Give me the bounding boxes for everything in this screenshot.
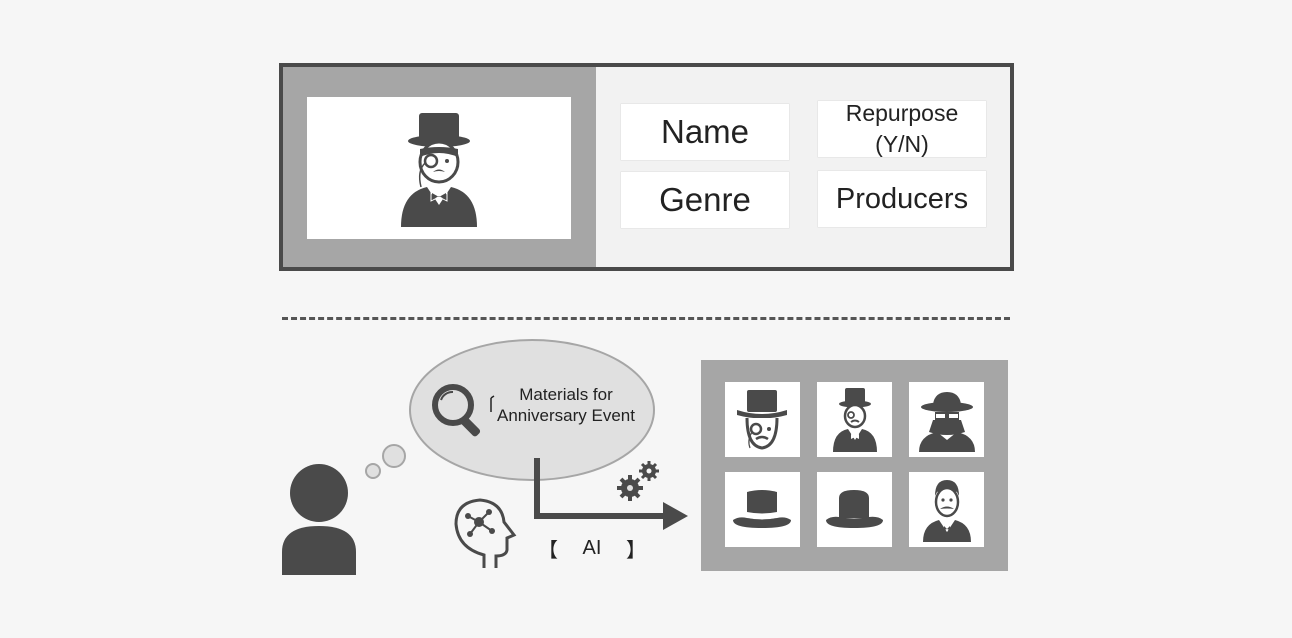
search-query-text: Materials for Anniversary Event	[494, 384, 638, 426]
ai-bracket-open: 【	[538, 540, 558, 562]
record-card: Name Repurpose (Y/N) Genre Producers	[279, 63, 1014, 271]
mustache-man-icon	[923, 480, 971, 542]
field-name: Name	[621, 104, 789, 160]
arrow-icon	[534, 458, 688, 530]
result-item-1[interactable]	[725, 382, 800, 457]
thought-dot-large	[382, 444, 406, 468]
gears-icon	[617, 461, 659, 501]
dashed-divider	[282, 317, 1010, 320]
results-grid	[701, 360, 1008, 571]
magnifier-icon	[432, 384, 481, 437]
top-hat-gentleman-icon	[833, 388, 877, 452]
top-hat-monocle-face-icon	[737, 390, 787, 450]
ai-label: 【 AI 】	[538, 534, 646, 563]
user-icon	[282, 464, 356, 575]
gentleman-monocle-icon	[401, 113, 477, 227]
ai-brain-icon	[454, 498, 517, 568]
search-query-line1: Materials for	[519, 385, 613, 404]
result-item-4[interactable]	[725, 472, 800, 547]
result-item-5[interactable]	[817, 472, 892, 547]
result-item-2[interactable]	[817, 382, 892, 457]
search-flow-illustration	[282, 339, 688, 575]
spy-hat-icon	[919, 392, 975, 452]
result-item-3[interactable]	[909, 382, 984, 457]
card-photo-panel	[283, 67, 596, 267]
field-producers: Producers	[818, 171, 986, 227]
bowler-hat-icon	[826, 490, 883, 528]
field-genre: Genre	[621, 172, 789, 228]
thought-bubble	[409, 339, 655, 481]
field-repurpose: Repurpose (Y/N)	[818, 100, 986, 157]
result-item-6[interactable]	[909, 472, 984, 547]
field-repurpose-sub: (Y/N)	[875, 131, 929, 157]
field-repurpose-label: Repurpose	[845, 100, 959, 126]
search-query-line2: Anniversary Event	[497, 406, 635, 425]
ai-label-text: AI	[582, 537, 602, 559]
card-photo	[307, 97, 571, 239]
ai-bracket-close: 】	[626, 540, 646, 562]
top-hat-band-icon	[733, 490, 791, 528]
card-fields-panel: Name Repurpose (Y/N) Genre Producers	[596, 67, 1010, 267]
thought-dot-small	[365, 463, 381, 479]
